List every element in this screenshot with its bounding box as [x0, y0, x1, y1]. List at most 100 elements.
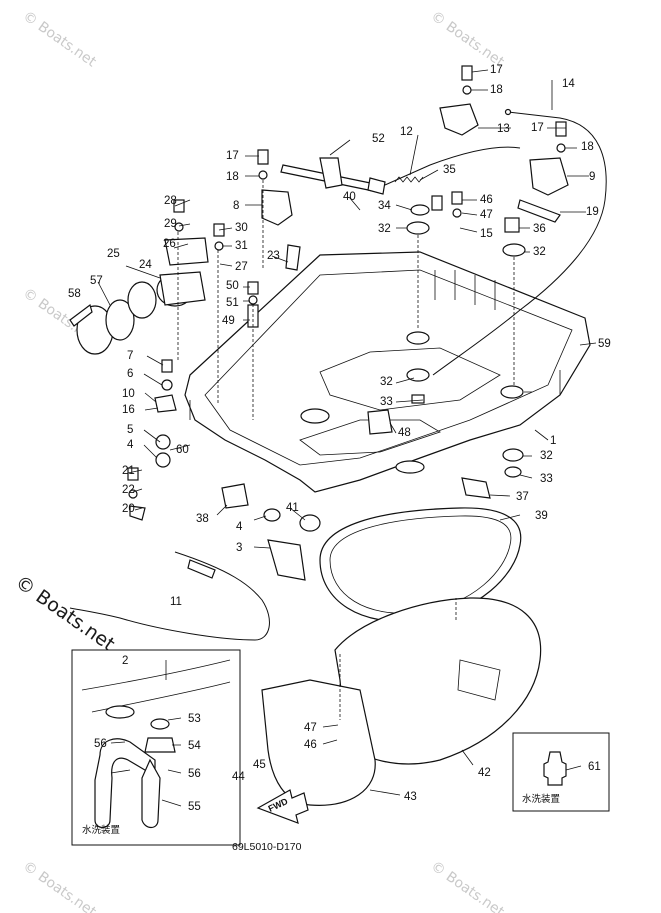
callout-57: 57: [90, 275, 103, 287]
callout-32: 32: [378, 223, 391, 235]
assembly-lines: [177, 180, 515, 720]
shift-rod-52: [280, 157, 386, 195]
watermark-top-left: © Boats.net: [20, 8, 100, 70]
callout-58: 58: [68, 288, 81, 300]
side-cover-43: [261, 679, 376, 806]
gasket-39: [319, 507, 522, 622]
callout-31: 31: [235, 240, 248, 252]
callout-2: 2: [122, 655, 128, 667]
callout-39: 39: [535, 510, 548, 522]
callout-45: 45: [253, 759, 266, 771]
lower-cover-42: [334, 597, 542, 765]
callout-61: 61: [588, 761, 601, 773]
cable-12: [384, 146, 521, 186]
inset-right: 水洗装置: [512, 732, 610, 812]
callout-15: 15: [480, 228, 493, 240]
callout-8: 8: [233, 200, 239, 212]
wire-14: [432, 111, 607, 376]
callout-42: 42: [478, 767, 491, 779]
callout-11: 11: [170, 596, 182, 608]
callout-33: 33: [540, 473, 553, 485]
callout-32: 32: [380, 376, 393, 388]
callout-56: 56: [188, 768, 201, 780]
callout-7: 7: [127, 350, 133, 362]
watermark-top-right: © Boats.net: [428, 8, 508, 70]
callout-4: 4: [127, 439, 134, 451]
part-48: [367, 409, 393, 435]
callout-18: 18: [490, 84, 503, 96]
part-38: [221, 483, 249, 509]
bracket-9: [529, 157, 569, 196]
callout-17: 17: [490, 64, 503, 76]
callout-28: 28: [164, 195, 177, 207]
left-hose-group: [69, 237, 209, 355]
callout-1: 1: [550, 435, 556, 447]
part-3: [267, 539, 306, 581]
callout-14: 14: [562, 78, 575, 90]
callout-3: 3: [236, 542, 242, 554]
callout-9: 9: [589, 171, 595, 183]
bracket-8: [261, 189, 293, 226]
spring-35: [394, 176, 424, 183]
callout-47: 47: [304, 722, 317, 734]
callout-43: 43: [404, 791, 417, 803]
wire-14-end: [504, 108, 512, 116]
callout-41: 41: [286, 502, 299, 514]
callout-60: 60: [176, 444, 189, 456]
callout-46: 46: [304, 739, 317, 751]
callout-10: 10: [122, 388, 135, 400]
bracket-13: [439, 103, 479, 136]
callout-35: 35: [443, 164, 456, 176]
grommets: [406, 204, 526, 478]
bottom-cowling: [184, 251, 591, 493]
callout-17: 17: [531, 122, 544, 134]
callout-49: 49: [222, 315, 235, 327]
callout-5: 5: [127, 424, 133, 436]
callout-37: 37: [516, 491, 529, 503]
inset-left: 水洗装置: [71, 649, 241, 846]
callout-26: 26: [163, 238, 176, 250]
callout-44: 44: [232, 771, 245, 783]
callout-56: 56: [94, 738, 107, 750]
callout-52: 52: [372, 133, 385, 145]
callout-18: 18: [581, 141, 594, 153]
watermark-center-left: © Boats.net: [11, 571, 119, 656]
callout-40: 40: [343, 191, 356, 203]
callout-32: 32: [540, 450, 553, 462]
fwd-arrow: FWD: [256, 789, 309, 824]
callout-25: 25: [107, 248, 120, 260]
callout-20: 20: [122, 503, 135, 515]
callout-19: 19: [586, 206, 599, 218]
callout-32: 32: [533, 246, 546, 258]
callout-13: 13: [497, 123, 510, 135]
callout-48: 48: [398, 427, 411, 439]
callout-16: 16: [122, 404, 135, 416]
callout-30: 30: [235, 222, 248, 234]
watermark-bottom-right: © Boats.net: [428, 858, 508, 913]
callout-53: 53: [188, 713, 201, 725]
callout-29: 29: [164, 218, 177, 230]
watermark-bottom-left: © Boats.net: [20, 858, 100, 913]
plate-19: [517, 199, 561, 223]
hose-11: [69, 551, 270, 641]
callout-46: 46: [480, 194, 493, 206]
part-4-lower: [263, 508, 281, 522]
part-37: [461, 477, 491, 499]
callout-24: 24: [139, 259, 152, 271]
drawing-code: 69L5010-D170: [232, 841, 302, 853]
callout-55: 55: [188, 801, 201, 813]
callout-4: 4: [236, 521, 243, 533]
hose-11-fitting: [187, 559, 216, 579]
callout-33: 33: [380, 396, 393, 408]
inset-right-caption: 水洗装置: [522, 793, 560, 805]
callout-18: 18: [226, 171, 239, 183]
callout-23: 23: [267, 250, 280, 262]
callout-54: 54: [188, 740, 201, 752]
callout-34: 34: [378, 200, 391, 212]
part-41: [299, 514, 321, 532]
callout-36: 36: [533, 223, 546, 235]
callout-6: 6: [127, 368, 133, 380]
callout-47: 47: [480, 209, 493, 221]
